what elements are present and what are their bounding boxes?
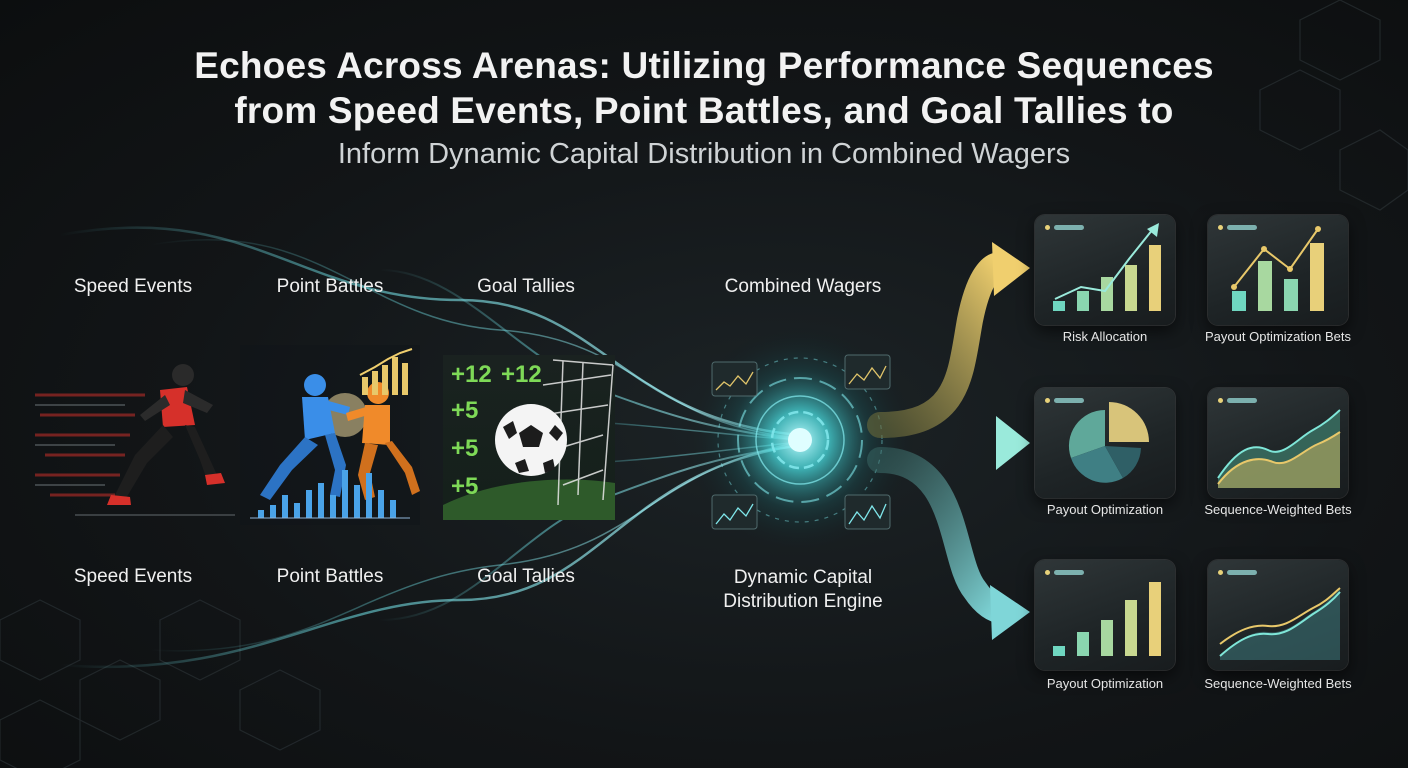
pie-chart-icon bbox=[1068, 402, 1149, 483]
card-header-bar bbox=[1227, 398, 1257, 403]
title-line-2: from Speed Events, Point Battles, and Go… bbox=[234, 90, 1174, 131]
point-battle-icon bbox=[240, 345, 420, 525]
line-chart-icon bbox=[1219, 587, 1341, 660]
score-label-3: +5 bbox=[451, 397, 479, 424]
card-payout-optimization-pie bbox=[1035, 388, 1175, 498]
label-goal-tallies-bottom: Goal Tallies bbox=[477, 566, 575, 587]
bar-chart-icon bbox=[1231, 226, 1324, 311]
caption-payout-optimization-3: Payout Optimization bbox=[1046, 676, 1164, 691]
score-label-2: +12 bbox=[501, 361, 542, 388]
bar-chart-icon bbox=[1053, 582, 1161, 656]
card-header-bar bbox=[1054, 570, 1084, 575]
card-dot-icon bbox=[1218, 225, 1223, 230]
point-battle-bars bbox=[250, 470, 410, 519]
card-header-bar bbox=[1227, 570, 1257, 575]
label-speed-events-bottom: Speed Events bbox=[73, 566, 193, 587]
card-dot-icon bbox=[1218, 398, 1223, 403]
caption-sequence-weighted-bets-2: Sequence-Weighted Bets bbox=[1204, 676, 1352, 691]
engine-monitor-panels bbox=[711, 354, 891, 530]
card-dot-icon bbox=[1218, 570, 1223, 575]
engine-label: Dynamic Capital Distribution Engine bbox=[673, 566, 933, 614]
card-dot-icon bbox=[1045, 570, 1050, 575]
engine-label-line-1: Dynamic Capital bbox=[733, 567, 873, 588]
caption-sequence-weighted-bets: Sequence-Weighted Bets bbox=[1204, 502, 1352, 517]
engine-label-line-2: Distribution Engine bbox=[723, 591, 883, 612]
score-label-5: +5 bbox=[451, 473, 479, 500]
card-risk-allocation bbox=[1035, 215, 1175, 325]
card-dot-icon bbox=[1045, 225, 1050, 230]
caption-risk-allocation: Risk Allocation bbox=[1062, 329, 1148, 344]
goal-tallies-scene: +12 +12 +5 +5 +5 bbox=[443, 355, 615, 520]
card-header-bar bbox=[1054, 398, 1084, 403]
title-line-3: Inform Dynamic Capital Distribution in C… bbox=[337, 138, 1071, 170]
card-sequence-weighted-bets bbox=[1208, 388, 1348, 498]
card-dot-icon bbox=[1045, 398, 1050, 403]
card-payout-optimization-bets bbox=[1208, 215, 1348, 325]
label-point-battles-bottom: Point Battles bbox=[276, 566, 384, 587]
output-arrows bbox=[867, 242, 1030, 640]
score-label-4: +5 bbox=[451, 435, 479, 462]
label-combined-wagers: Combined Wagers bbox=[724, 276, 882, 297]
card-header-bar bbox=[1227, 225, 1257, 230]
label-speed-events-top: Speed Events bbox=[73, 276, 193, 297]
label-goal-tallies-top: Goal Tallies bbox=[477, 276, 575, 297]
score-label-1: +12 bbox=[451, 361, 492, 388]
area-chart-icon bbox=[1217, 409, 1341, 488]
label-point-battles-top: Point Battles bbox=[276, 276, 384, 297]
bar-chart-icon bbox=[1053, 223, 1161, 311]
title-line-1: Echoes Across Arenas: Utilizing Performa… bbox=[194, 45, 1214, 86]
card-sequence-weighted-bets-2 bbox=[1208, 560, 1348, 670]
runner-icon bbox=[35, 364, 235, 516]
card-header-bar bbox=[1054, 225, 1084, 230]
goal-net-icon bbox=[443, 359, 615, 520]
point-battle-mini-chart bbox=[359, 348, 413, 395]
card-payout-optimization-bars bbox=[1035, 560, 1175, 670]
caption-payout-optimization-2: Payout Optimization bbox=[1046, 502, 1164, 517]
caption-payout-optimization-bets: Payout Optimization Bets bbox=[1205, 329, 1351, 344]
